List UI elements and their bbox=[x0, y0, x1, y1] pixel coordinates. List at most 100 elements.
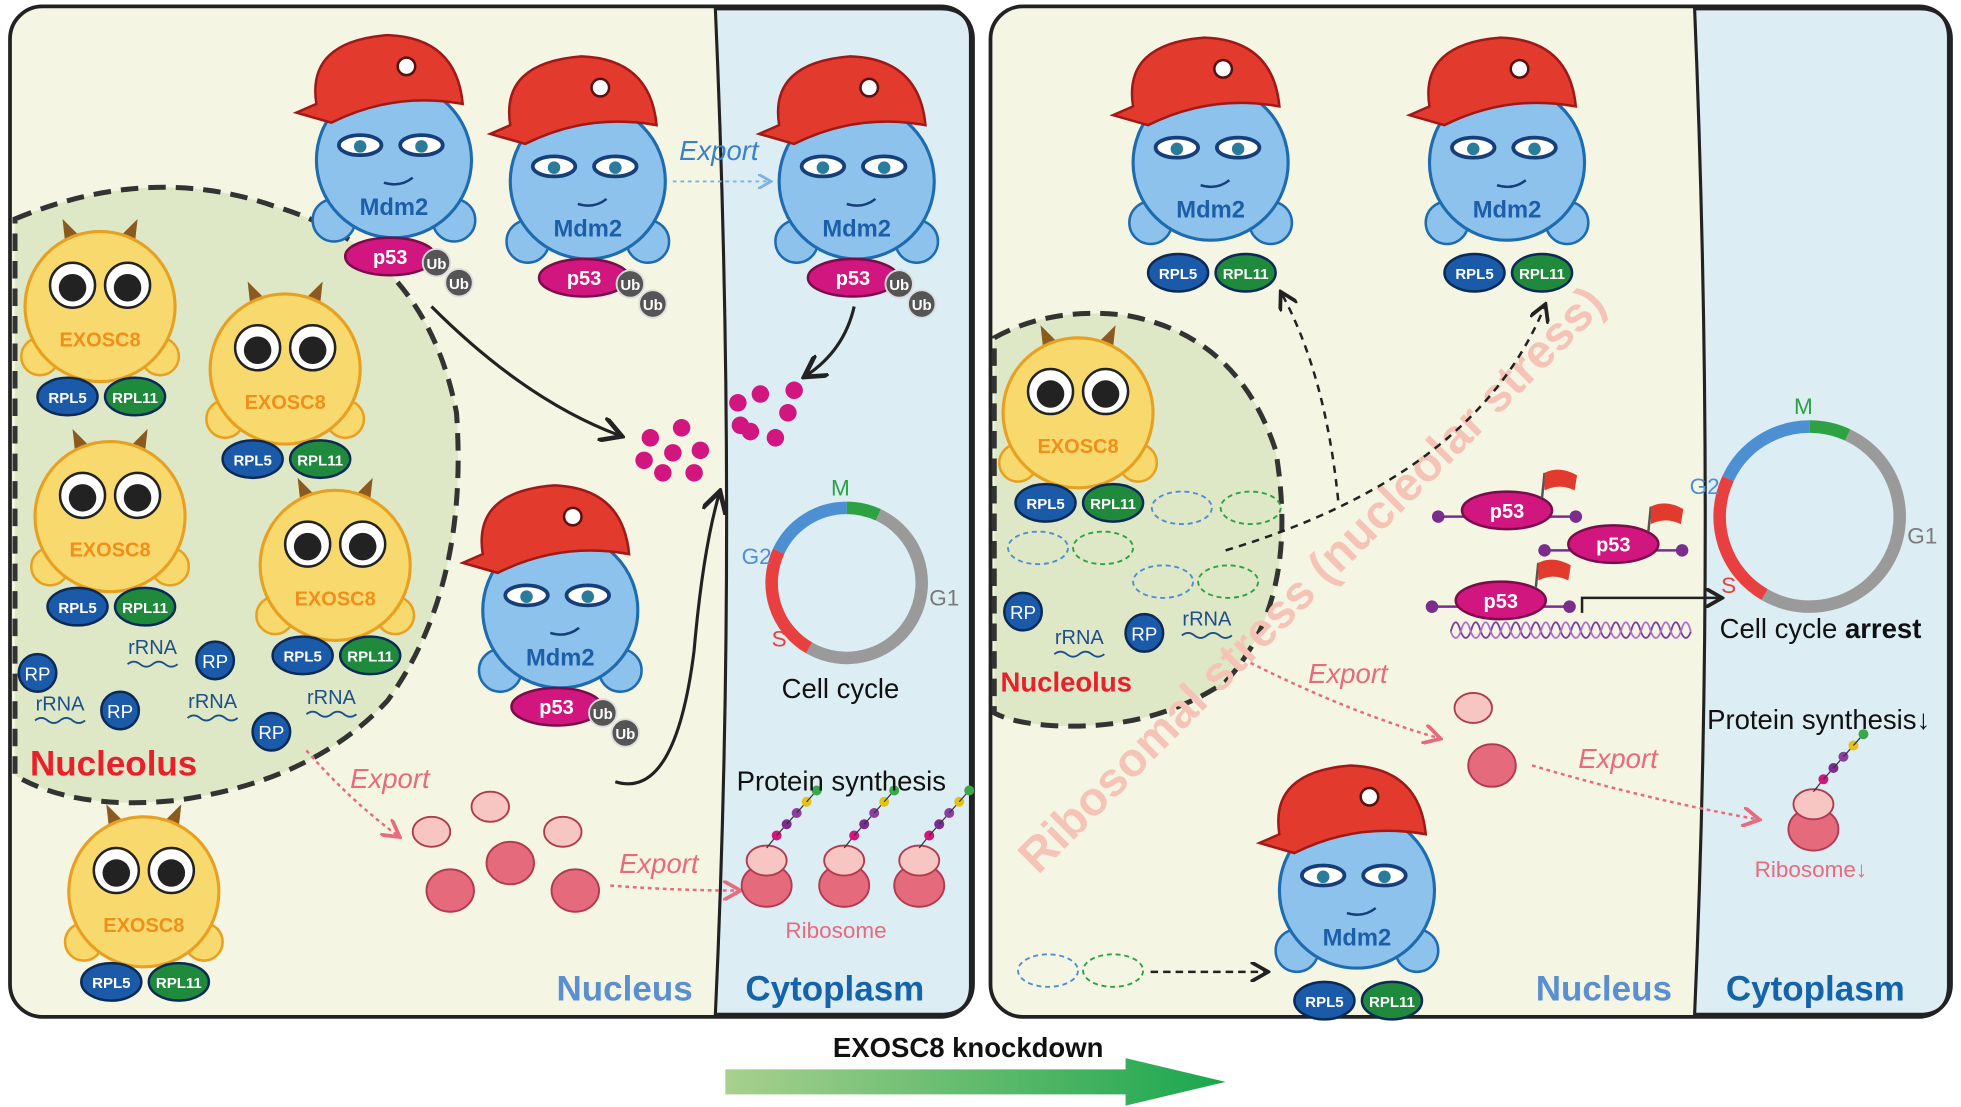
mdm2-label: Mdm2 bbox=[360, 194, 429, 221]
tether-end bbox=[1425, 600, 1439, 613]
rp-label: RP bbox=[258, 722, 284, 743]
ribosomal-subunit bbox=[1467, 743, 1517, 788]
p53-label: p53 bbox=[539, 697, 573, 719]
cytoplasm-label: Cytoplasm bbox=[745, 970, 924, 1009]
mdm2-mouth bbox=[577, 197, 608, 207]
ubiquitin-icon bbox=[444, 268, 474, 298]
mdm2-label: Mdm2 bbox=[822, 215, 891, 242]
cell-cycle-arrest-phase-arc bbox=[1761, 429, 1906, 613]
cell-cycle-phase-label: M bbox=[831, 475, 850, 500]
rpl5-protein-shape bbox=[36, 376, 99, 417]
rp-protein bbox=[195, 640, 236, 681]
activation-flag-icon bbox=[1650, 503, 1684, 525]
mdm2-pupil bbox=[1528, 142, 1541, 156]
rpl5-protein: RPL5 bbox=[1305, 994, 1343, 1011]
ub-label: Ub bbox=[889, 277, 909, 294]
cell-cycle-phase-label: S bbox=[772, 627, 787, 652]
degraded-p53-dot bbox=[731, 416, 750, 435]
ribosomal-subunit bbox=[1453, 692, 1493, 724]
ub-label: Ub bbox=[593, 706, 613, 723]
ubiquitin-icon bbox=[421, 248, 452, 278]
red-cap-icon bbox=[1405, 36, 1578, 127]
labels: Nucleus Cytoplasm Nucleolus Nucleus Cyto… bbox=[30, 667, 1905, 1009]
export-label: Export bbox=[1578, 743, 1659, 774]
cap-button bbox=[1359, 786, 1380, 807]
dna-helix-icon bbox=[1449, 621, 1692, 639]
rpl5-protein: RPL5 bbox=[58, 600, 96, 617]
rpl11-protein-shape bbox=[1510, 252, 1574, 293]
export-labels: Export Export Export Export Export bbox=[350, 135, 1659, 879]
ub-label: Ub bbox=[620, 277, 640, 294]
red-cap-icon bbox=[1109, 36, 1281, 127]
rpl11-protein-shape bbox=[1360, 980, 1424, 1021]
rrna-strand-icon bbox=[187, 714, 239, 722]
mdm2-pupil bbox=[1466, 142, 1480, 156]
mdm2-mouth bbox=[383, 176, 414, 186]
p53-label: p53 bbox=[1490, 501, 1524, 523]
cap-button bbox=[396, 56, 417, 77]
degraded-p53-dot bbox=[751, 385, 770, 403]
ubiquitin-icon bbox=[610, 718, 641, 748]
exosc8-pupil bbox=[348, 532, 377, 561]
rpl11-protein-shape bbox=[113, 586, 177, 627]
ubiquitin-icon bbox=[638, 289, 668, 319]
mdm2-label: Mdm2 bbox=[1473, 197, 1542, 224]
empty-rp-outline bbox=[1007, 530, 1069, 566]
cell-cycle-arrest-phase-arc bbox=[1713, 475, 1768, 601]
rp-label: RP bbox=[1131, 623, 1157, 644]
mdm2-label: Mdm2 bbox=[1323, 925, 1392, 952]
p53-protein bbox=[1454, 580, 1548, 621]
rpl5-protein: RPL5 bbox=[233, 452, 271, 469]
knockdown-label: EXOSC8 knockdown bbox=[833, 1032, 1103, 1063]
degraded-p53-dot bbox=[635, 451, 653, 470]
mdm2-pupil bbox=[353, 140, 367, 153]
exosc8-pupil bbox=[68, 484, 97, 512]
nucleolus-label: Nucleolus bbox=[30, 744, 197, 783]
empty-rp-outline bbox=[1197, 564, 1260, 599]
mdm2-pupil bbox=[581, 590, 595, 603]
mdm2-mouth bbox=[1200, 179, 1231, 189]
cell-cycle-arrest-phase-arc bbox=[1809, 420, 1851, 441]
exosc8-head bbox=[208, 292, 362, 446]
activation-flag-icon bbox=[1544, 469, 1578, 491]
tether-end bbox=[1431, 510, 1445, 523]
exosc8-pupil bbox=[243, 336, 272, 365]
red-cap-icon bbox=[459, 484, 631, 575]
rrna-label: rRNA bbox=[1055, 627, 1105, 649]
export-label: Export bbox=[619, 848, 700, 879]
ribosomal-subunit bbox=[543, 815, 583, 848]
knockdown-arrow: EXOSC8 knockdown bbox=[725, 1032, 1226, 1106]
rpl5-protein-shape bbox=[1293, 980, 1356, 1021]
rpl11-protein: RPL11 bbox=[156, 975, 202, 992]
mdm2-mouth bbox=[1496, 179, 1527, 189]
rpl5-protein-shape bbox=[1443, 252, 1506, 293]
mdm2-pupil bbox=[1170, 142, 1184, 156]
red-cap-icon bbox=[486, 55, 658, 146]
empty-rp-outline bbox=[1017, 953, 1079, 988]
exosc8-head bbox=[67, 815, 221, 969]
rpl5-protein-shape bbox=[221, 439, 284, 480]
exosc8-character bbox=[20, 218, 181, 384]
exosc8-label: EXOSC8 bbox=[295, 588, 376, 610]
mdm2-pupil bbox=[1231, 142, 1245, 156]
tether-end bbox=[1538, 544, 1551, 557]
rpl5-protein-shape bbox=[271, 635, 334, 676]
mdm2-label: Mdm2 bbox=[553, 215, 622, 242]
rpl11-protein: RPL11 bbox=[1519, 266, 1565, 283]
ub-label: Ub bbox=[643, 297, 663, 314]
exosc8-label: EXOSC8 bbox=[103, 915, 184, 937]
p53-label: p53 bbox=[836, 268, 870, 290]
ubiquitin-icon bbox=[588, 698, 618, 728]
mdm2-pupil bbox=[415, 140, 428, 153]
degraded-p53-dot bbox=[766, 429, 785, 447]
exosc8-head bbox=[33, 440, 187, 594]
rpl5-protein-shape bbox=[46, 586, 109, 627]
rrna-label: rRNA bbox=[1182, 608, 1232, 630]
activation-flag-icon bbox=[1538, 559, 1571, 581]
mdm2-mouth bbox=[1346, 907, 1377, 916]
cell-cycle-phase-arc bbox=[806, 509, 928, 665]
flag-pole bbox=[1534, 562, 1540, 589]
rpl11-protein-shape bbox=[1214, 252, 1277, 293]
ubiquitin-icon bbox=[907, 289, 937, 319]
